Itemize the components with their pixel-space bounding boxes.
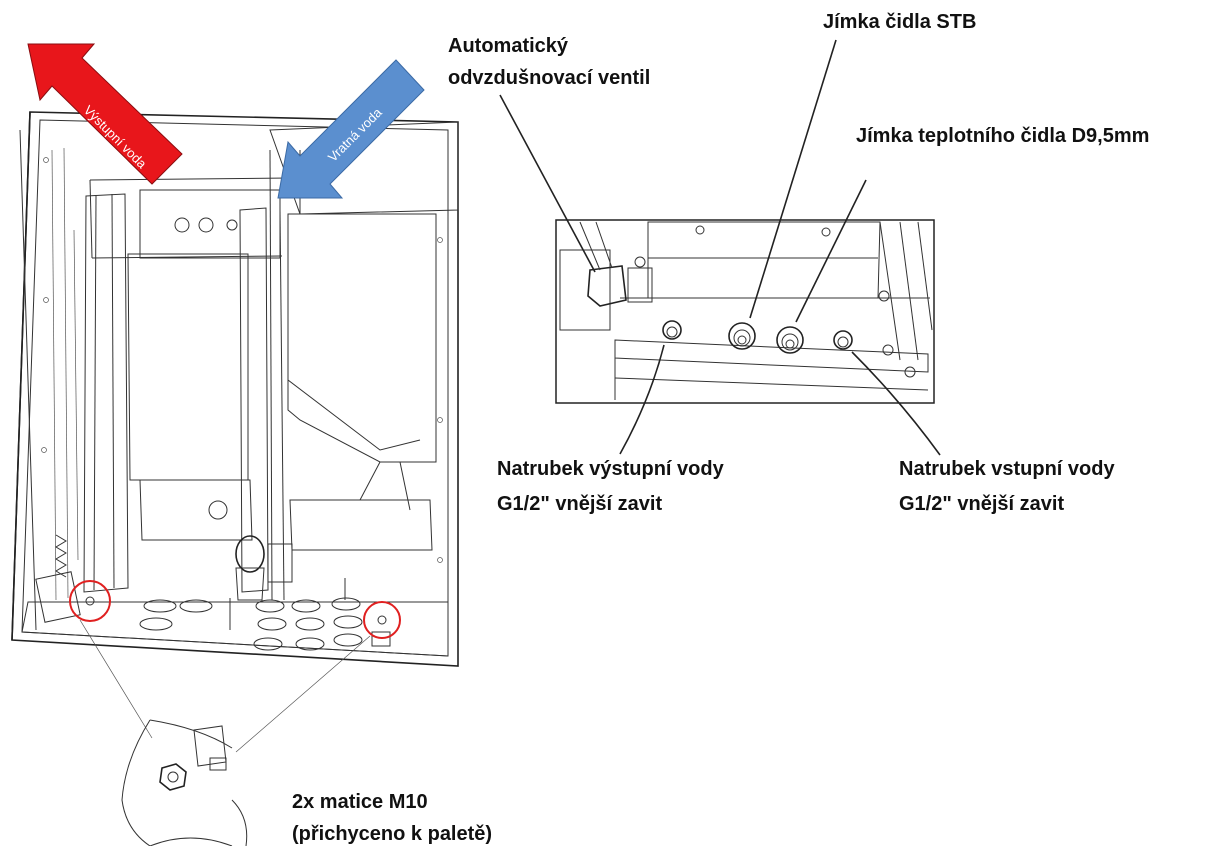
air-vent-label-line2: odvzdušnovací ventil bbox=[448, 67, 650, 89]
air-vent-label-line1: Automatický bbox=[448, 35, 569, 57]
outlet-socket-label-line1: Natrubek výstupní vody bbox=[497, 458, 725, 480]
inlet-socket-label-line2: G1/2" vnější zavit bbox=[899, 493, 1064, 515]
nut-highlight-circles bbox=[69, 580, 401, 639]
outlet-water-socket bbox=[662, 320, 682, 340]
m10-nut-icon bbox=[159, 763, 187, 791]
nuts-label-line1: 2x matice M10 bbox=[292, 791, 428, 813]
temp-sensor-label: Jímka teplotního čidla D9,5mm bbox=[856, 125, 1149, 147]
return-arrow-shape bbox=[277, 59, 425, 199]
stb-sensor-well bbox=[728, 322, 756, 350]
outlet-arrow-shape bbox=[27, 43, 183, 185]
connections-detail-view bbox=[555, 219, 935, 404]
outlet-socket-label-line2: G1/2" vnější zavit bbox=[497, 493, 662, 515]
leader-lines bbox=[499, 39, 941, 456]
nut-magnifier bbox=[79, 619, 371, 846]
stb-sensor-label: Jímka čidla STB bbox=[823, 11, 976, 33]
boiler-body-drawing bbox=[11, 111, 459, 667]
detail-frame bbox=[555, 219, 935, 404]
outlet-water-arrow: Výstupní voda bbox=[27, 43, 183, 185]
callout-labels: Automatický odvzdušnovací ventil Jímka č… bbox=[292, 11, 1149, 845]
nuts-label-line2: (přichyceno k paletě) bbox=[292, 823, 492, 845]
nut-highlight-right bbox=[363, 601, 401, 639]
temperature-sensor-well bbox=[776, 326, 804, 354]
inlet-socket-label-line1: Natrubek vstupní vody bbox=[899, 458, 1115, 480]
nut-highlight-left bbox=[69, 580, 111, 622]
inlet-water-socket bbox=[833, 330, 853, 350]
